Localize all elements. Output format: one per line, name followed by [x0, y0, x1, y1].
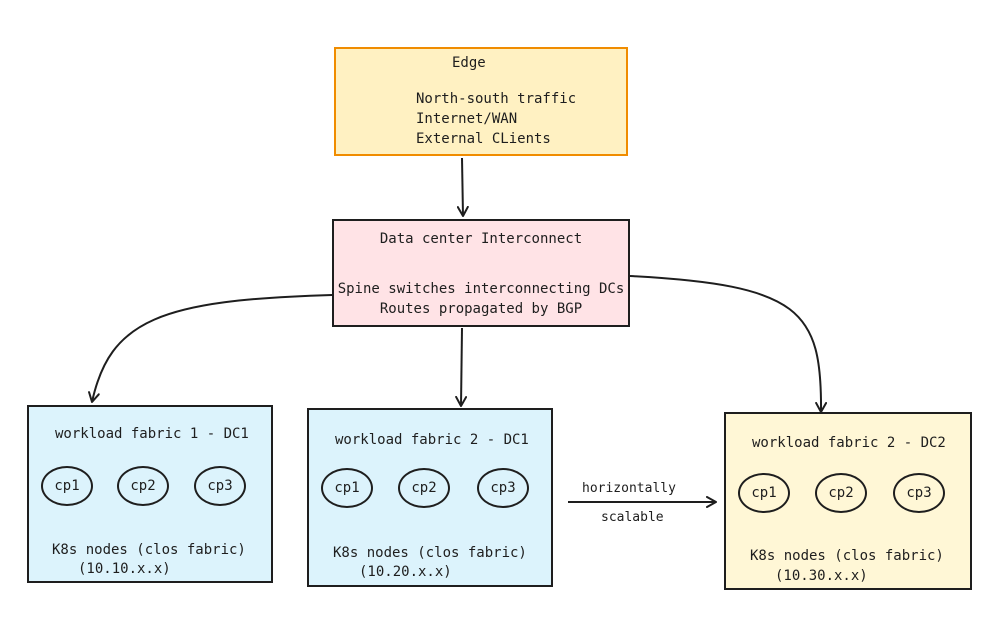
edge-line-2: Internet/WAN	[416, 111, 518, 127]
edge-title: Edge	[452, 55, 486, 71]
edge-line-1: North-south traffic	[416, 91, 577, 107]
dci-line-1: Spine switches interconnecting DCs	[337, 281, 625, 297]
fabric-1-title: workload fabric 1 - DC1	[55, 426, 249, 442]
fabric-3-footer: K8s nodes (clos fabric)	[750, 548, 944, 564]
arrow-dci-to-fabric-2	[455, 327, 468, 407]
fabric-1-node-cp2: cp2	[117, 466, 169, 506]
fabric-3-subnet: (10.30.x.x)	[775, 568, 868, 584]
dci-box	[332, 219, 630, 327]
fabric-3-node-cp3: cp3	[893, 473, 945, 513]
edge-line-3: External CLients	[416, 131, 551, 147]
fabric-3-node-cp2: cp2	[815, 473, 867, 513]
fabric-2-subnet: (10.20.x.x)	[359, 564, 452, 580]
edge-box	[334, 47, 628, 156]
scale-label-line-2: scalable	[601, 510, 664, 525]
fabric-1-node-cp3: cp3	[194, 466, 246, 506]
fabric-3-title: workload fabric 2 - DC2	[752, 435, 946, 451]
arrow-edge-to-dci	[456, 157, 469, 217]
fabric-2-node-cp2: cp2	[398, 468, 450, 508]
arrow-dci-to-fabric-1	[88, 294, 333, 403]
scale-label-line-1: horizontally	[582, 481, 676, 496]
fabric-2-title: workload fabric 2 - DC1	[335, 432, 529, 448]
fabric-2-node-cp1: cp1	[321, 468, 373, 508]
fabric-2-node-cp3: cp3	[477, 468, 529, 508]
fabric-1-footer: K8s nodes (clos fabric)	[52, 542, 246, 558]
dci-title: Data center Interconnect	[379, 231, 583, 247]
fabric-1-node-cp1: cp1	[41, 466, 93, 506]
arrow-dci-to-fabric-3	[629, 275, 828, 413]
fabric-3-node-cp1: cp1	[738, 473, 790, 513]
fabric-2-footer: K8s nodes (clos fabric)	[333, 545, 527, 561]
dci-line-2: Routes propagated by BGP	[379, 301, 583, 317]
fabric-1-subnet: (10.10.x.x)	[78, 561, 171, 577]
